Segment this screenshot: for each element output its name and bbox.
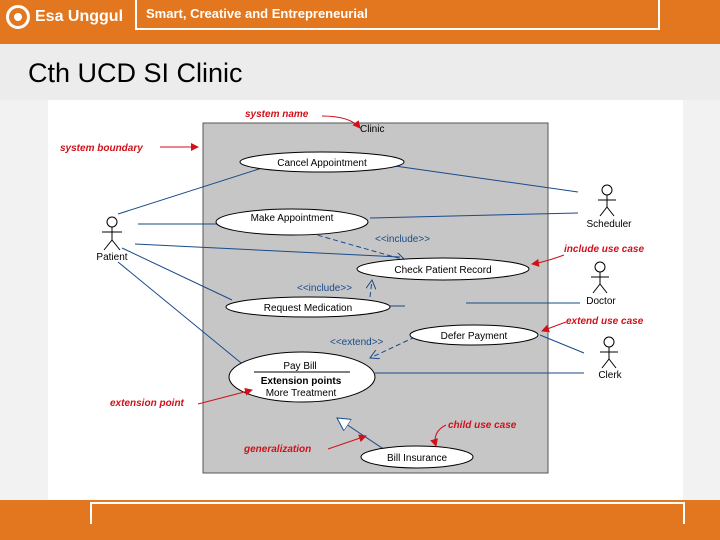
use-case-request-medication: Request Medication — [225, 296, 391, 318]
header-frame — [135, 0, 660, 30]
use-case-make-appointment: Make Appointment — [215, 208, 369, 236]
dependency-lines — [309, 232, 416, 358]
annotation-include-use-case: include use case — [564, 244, 644, 255]
actor-scheduler — [598, 184, 616, 217]
assoc-patient-check — [134, 243, 401, 258]
assoc-defer-clerk — [539, 334, 585, 354]
page-title: Cth UCD SI Clinic — [28, 58, 243, 88]
use-case-check-patient-record: Check Patient Record — [356, 257, 530, 281]
left-margin — [0, 100, 48, 500]
system-label: Clinic — [360, 124, 384, 135]
actor-clerk — [600, 336, 618, 369]
assoc-patient-cancel — [117, 167, 263, 215]
assoc-cancel-scheduler — [394, 165, 579, 193]
annotation-extension-point: extension point — [110, 398, 185, 409]
include-stereotype-1: <<include>> — [375, 234, 430, 245]
actor-patient — [102, 216, 122, 251]
assoc-patient-request — [121, 247, 233, 301]
university-logo: Esa Unggul — [6, 4, 123, 30]
annotation-generalization: generalization — [243, 444, 311, 455]
use-case-defer-payment: Defer Payment — [409, 324, 539, 346]
include-stereotype-2: <<include>> — [297, 283, 352, 294]
actor-doctor-label: Doctor — [586, 296, 616, 307]
annotation-child-use-case: child use case — [448, 420, 517, 431]
right-margin — [683, 100, 720, 500]
use-case-cancel-appointment: Cancel Appointment — [239, 151, 405, 173]
extend-defer-paybill — [370, 336, 416, 358]
system-boundary — [202, 122, 549, 474]
use-case-pay-bill: Pay Bill Extension points More Treatment — [228, 351, 376, 403]
pay-bill-label: Pay Bill — [283, 361, 316, 372]
extend-stereotype: <<extend>> — [330, 337, 384, 348]
request-medication-label: Request Medication — [264, 303, 352, 314]
defer-payment-label: Defer Payment — [441, 331, 508, 342]
tagline: Smart, Creative and Entrepreneurial — [146, 6, 368, 21]
header-bar: Esa Unggul Smart, Creative and Entrepren… — [0, 0, 720, 44]
annotation-system-name: system name — [245, 109, 309, 120]
make-appointment-label: Make Appointment — [251, 213, 334, 224]
actor-clerk-label: Clerk — [598, 370, 622, 381]
logo-text: Esa Unggul — [35, 8, 124, 25]
logo-icon — [6, 5, 30, 29]
extension-points-label: Extension points — [261, 376, 342, 387]
include-make-check — [309, 232, 405, 260]
cancel-appointment-label: Cancel Appointment — [277, 158, 367, 169]
annotation-system-boundary: system boundary — [60, 143, 143, 154]
use-case-bill-insurance: Bill Insurance — [360, 445, 474, 469]
title-band — [0, 44, 720, 100]
check-patient-record-label: Check Patient Record — [394, 265, 491, 276]
annotation-extend-use-case: extend use case — [566, 316, 644, 327]
use-case-diagram: Clinic Cancel Appointment Make Appointme… — [48, 100, 683, 500]
annotation-arrows — [160, 115, 567, 450]
actor-scheduler-label: Scheduler — [586, 219, 632, 230]
more-treatment-label: More Treatment — [266, 388, 337, 399]
bill-insurance-label: Bill Insurance — [387, 453, 447, 464]
actor-doctor — [591, 261, 609, 294]
include-request-check — [370, 280, 372, 298]
footer-bar — [0, 500, 720, 540]
footer-frame — [90, 502, 685, 524]
association-lines — [117, 165, 585, 386]
actor-patient-label: Patient — [96, 252, 127, 263]
assoc-make-scheduler — [369, 212, 579, 219]
